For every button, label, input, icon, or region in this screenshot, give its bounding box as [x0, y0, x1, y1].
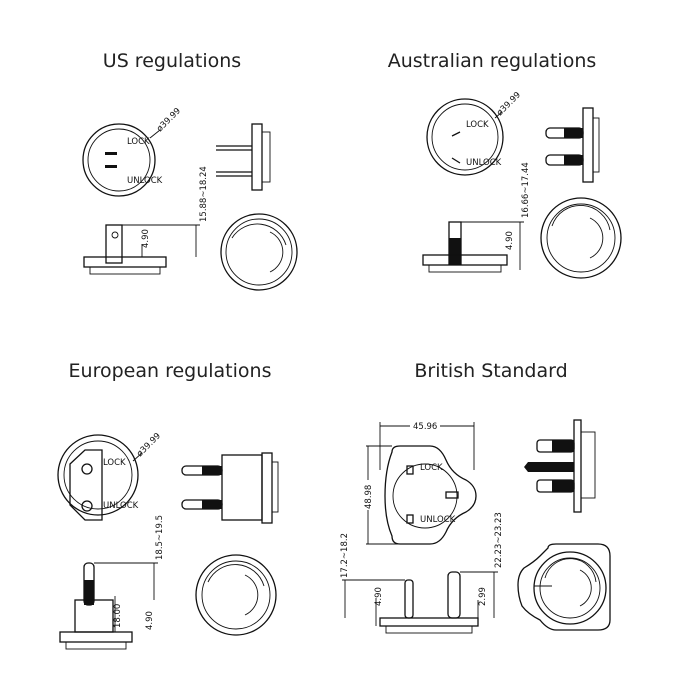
- uk-lock-label: LOCK: [420, 463, 443, 473]
- british-standard-title: British Standard: [414, 360, 568, 382]
- european-regulations-title: European regulations: [68, 360, 272, 382]
- uk-plug-drawing: LOCK UNLOCK 45.96 48.98: [340, 419, 611, 634]
- us-unlock-label: UNLOCK: [127, 176, 163, 186]
- eu-side-view: [181, 452, 279, 524]
- uk-left-range-label: 17.2~18.2: [340, 533, 350, 578]
- uk-side-view: [524, 419, 596, 513]
- australian-regulations-title: Australian regulations: [387, 50, 597, 72]
- au-lock-label: LOCK: [466, 120, 489, 130]
- au-front-view: LOCK UNLOCK ø39.99: [426, 90, 523, 176]
- au-height-range-label: 16.66~17.44: [521, 162, 531, 218]
- uk-pin-offset-label: 2.99: [478, 587, 488, 606]
- us-base-label: 4.90: [141, 229, 151, 248]
- eu-bottom-view: 18.5~19.5 18.00 4.90: [59, 515, 165, 650]
- uk-base-label: 4.90: [374, 587, 384, 606]
- eu-lock-label: LOCK: [103, 458, 126, 468]
- us-diameter-label: ø39.99: [155, 106, 183, 134]
- us-rear-view: [220, 213, 298, 291]
- au-base-label: 4.90: [505, 231, 515, 250]
- eu-front-view: LOCK UNLOCK ø39.99: [57, 431, 163, 521]
- eu-base-label: 4.90: [145, 611, 155, 630]
- uk-right-range-label: 22.23~23.23: [494, 512, 504, 568]
- eu-plug-drawing: LOCK UNLOCK ø39.99 18.5~19.5 18.00 4.9: [57, 431, 279, 650]
- us-regulations-title: US regulations: [102, 50, 242, 72]
- us-lock-label: LOCK: [127, 137, 150, 147]
- au-bottom-view: 16.66~17.44 4.90: [422, 162, 531, 273]
- au-unlock-label: UNLOCK: [466, 158, 502, 168]
- au-plug-drawing: LOCK UNLOCK ø39.99 16.66~17.44 4.90: [422, 90, 622, 279]
- au-diameter-label: ø39.99: [495, 90, 523, 118]
- us-front-view: LOCK UNLOCK ø39.99: [82, 106, 183, 197]
- us-side-view: [216, 123, 271, 191]
- uk-rear-view: [517, 543, 611, 631]
- us-plug-drawing: LOCK UNLOCK ø39.99 15.88~18.24 4.90: [82, 106, 298, 291]
- us-bottom-view: 15.88~18.24 4.90: [83, 166, 209, 275]
- eu-height-range-label: 18.5~19.5: [155, 515, 165, 560]
- eu-rear-view: [195, 554, 277, 636]
- au-side-view: [545, 107, 600, 183]
- uk-unlock-label: UNLOCK: [420, 515, 456, 525]
- eu-diameter-label: ø39.99: [135, 431, 163, 459]
- us-height-range-label: 15.88~18.24: [199, 166, 209, 222]
- au-rear-view: [540, 197, 622, 279]
- uk-bottom-view: 17.2~18.2 22.23~23.23 4.90 2.99: [340, 512, 504, 634]
- uk-width-label: 45.96: [413, 422, 437, 432]
- uk-front-view: LOCK UNLOCK 45.96 48.98: [361, 419, 477, 545]
- eu-unlock-label: UNLOCK: [103, 501, 139, 511]
- eu-pin-length-label: 18.00: [113, 604, 123, 628]
- uk-height-label: 48.98: [364, 485, 374, 509]
